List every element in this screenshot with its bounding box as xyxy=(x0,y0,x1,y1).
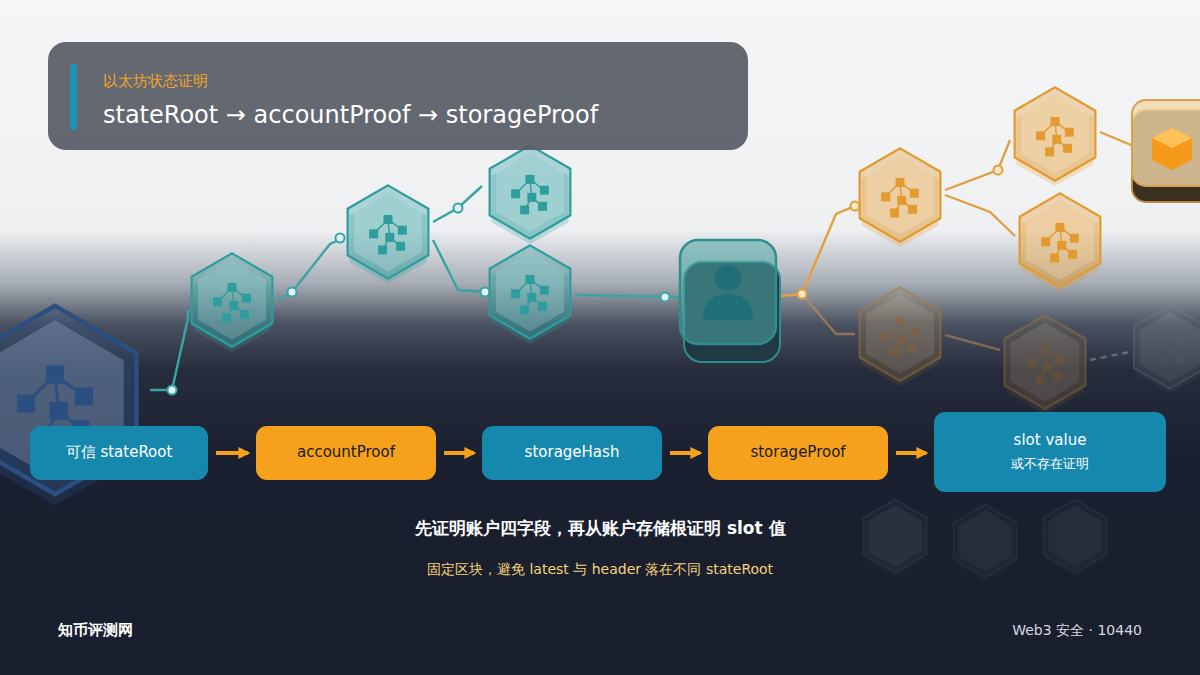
storage-hex xyxy=(860,148,941,247)
faded-hex xyxy=(860,287,941,386)
footer-tag: Web3 安全 · 10440 xyxy=(1012,622,1142,640)
node-text: storageProof xyxy=(750,443,845,463)
faded-hex xyxy=(1044,500,1107,577)
flow-arrow xyxy=(670,451,700,455)
flow-arrow xyxy=(216,451,248,455)
flow-arrow xyxy=(444,451,474,455)
account-node xyxy=(680,240,780,362)
flow-arrow xyxy=(896,451,926,455)
slot-cube xyxy=(1132,100,1200,202)
note: 固定区块，避免 latest 与 header 落在不同 stateRoot xyxy=(427,561,773,579)
node-text: storageHash xyxy=(525,443,620,463)
process-box-orange: storageProof xyxy=(708,426,888,480)
faded-hex xyxy=(1134,305,1200,393)
title-panel xyxy=(48,42,748,150)
node-text: 可信 stateRoot xyxy=(66,443,173,463)
title: stateRoot → accountProof → storageProof xyxy=(103,100,598,130)
tree-hex xyxy=(348,185,429,284)
kicker: 以太坊状态证明 xyxy=(103,72,208,91)
tree-hex xyxy=(192,253,273,352)
process-box-teal: storageHash xyxy=(482,426,662,480)
process-box-teal: 可信 stateRoot xyxy=(30,426,208,480)
storage-hex xyxy=(1015,87,1096,186)
node-text: slot value xyxy=(1014,431,1087,451)
faded-hex xyxy=(864,500,927,577)
faded-hex xyxy=(1005,315,1086,414)
process-box-teal: slot value 或不存在证明 xyxy=(934,412,1166,492)
caption: 先证明账户四字段，再从账户存储根证明 slot 值 xyxy=(415,518,786,539)
tree-hex xyxy=(490,145,571,244)
storage-hex xyxy=(1020,193,1101,292)
faded-hex xyxy=(954,505,1017,582)
node-subtext: 或不存在证明 xyxy=(1011,456,1089,473)
tree-links xyxy=(150,132,1150,390)
node-text: accountProof xyxy=(297,443,395,463)
link-dots xyxy=(168,144,1143,395)
brand: 知币评测网 xyxy=(58,621,133,640)
process-box-orange: accountProof xyxy=(256,426,436,480)
accent-bar xyxy=(70,64,77,130)
tree-hex xyxy=(490,245,571,344)
